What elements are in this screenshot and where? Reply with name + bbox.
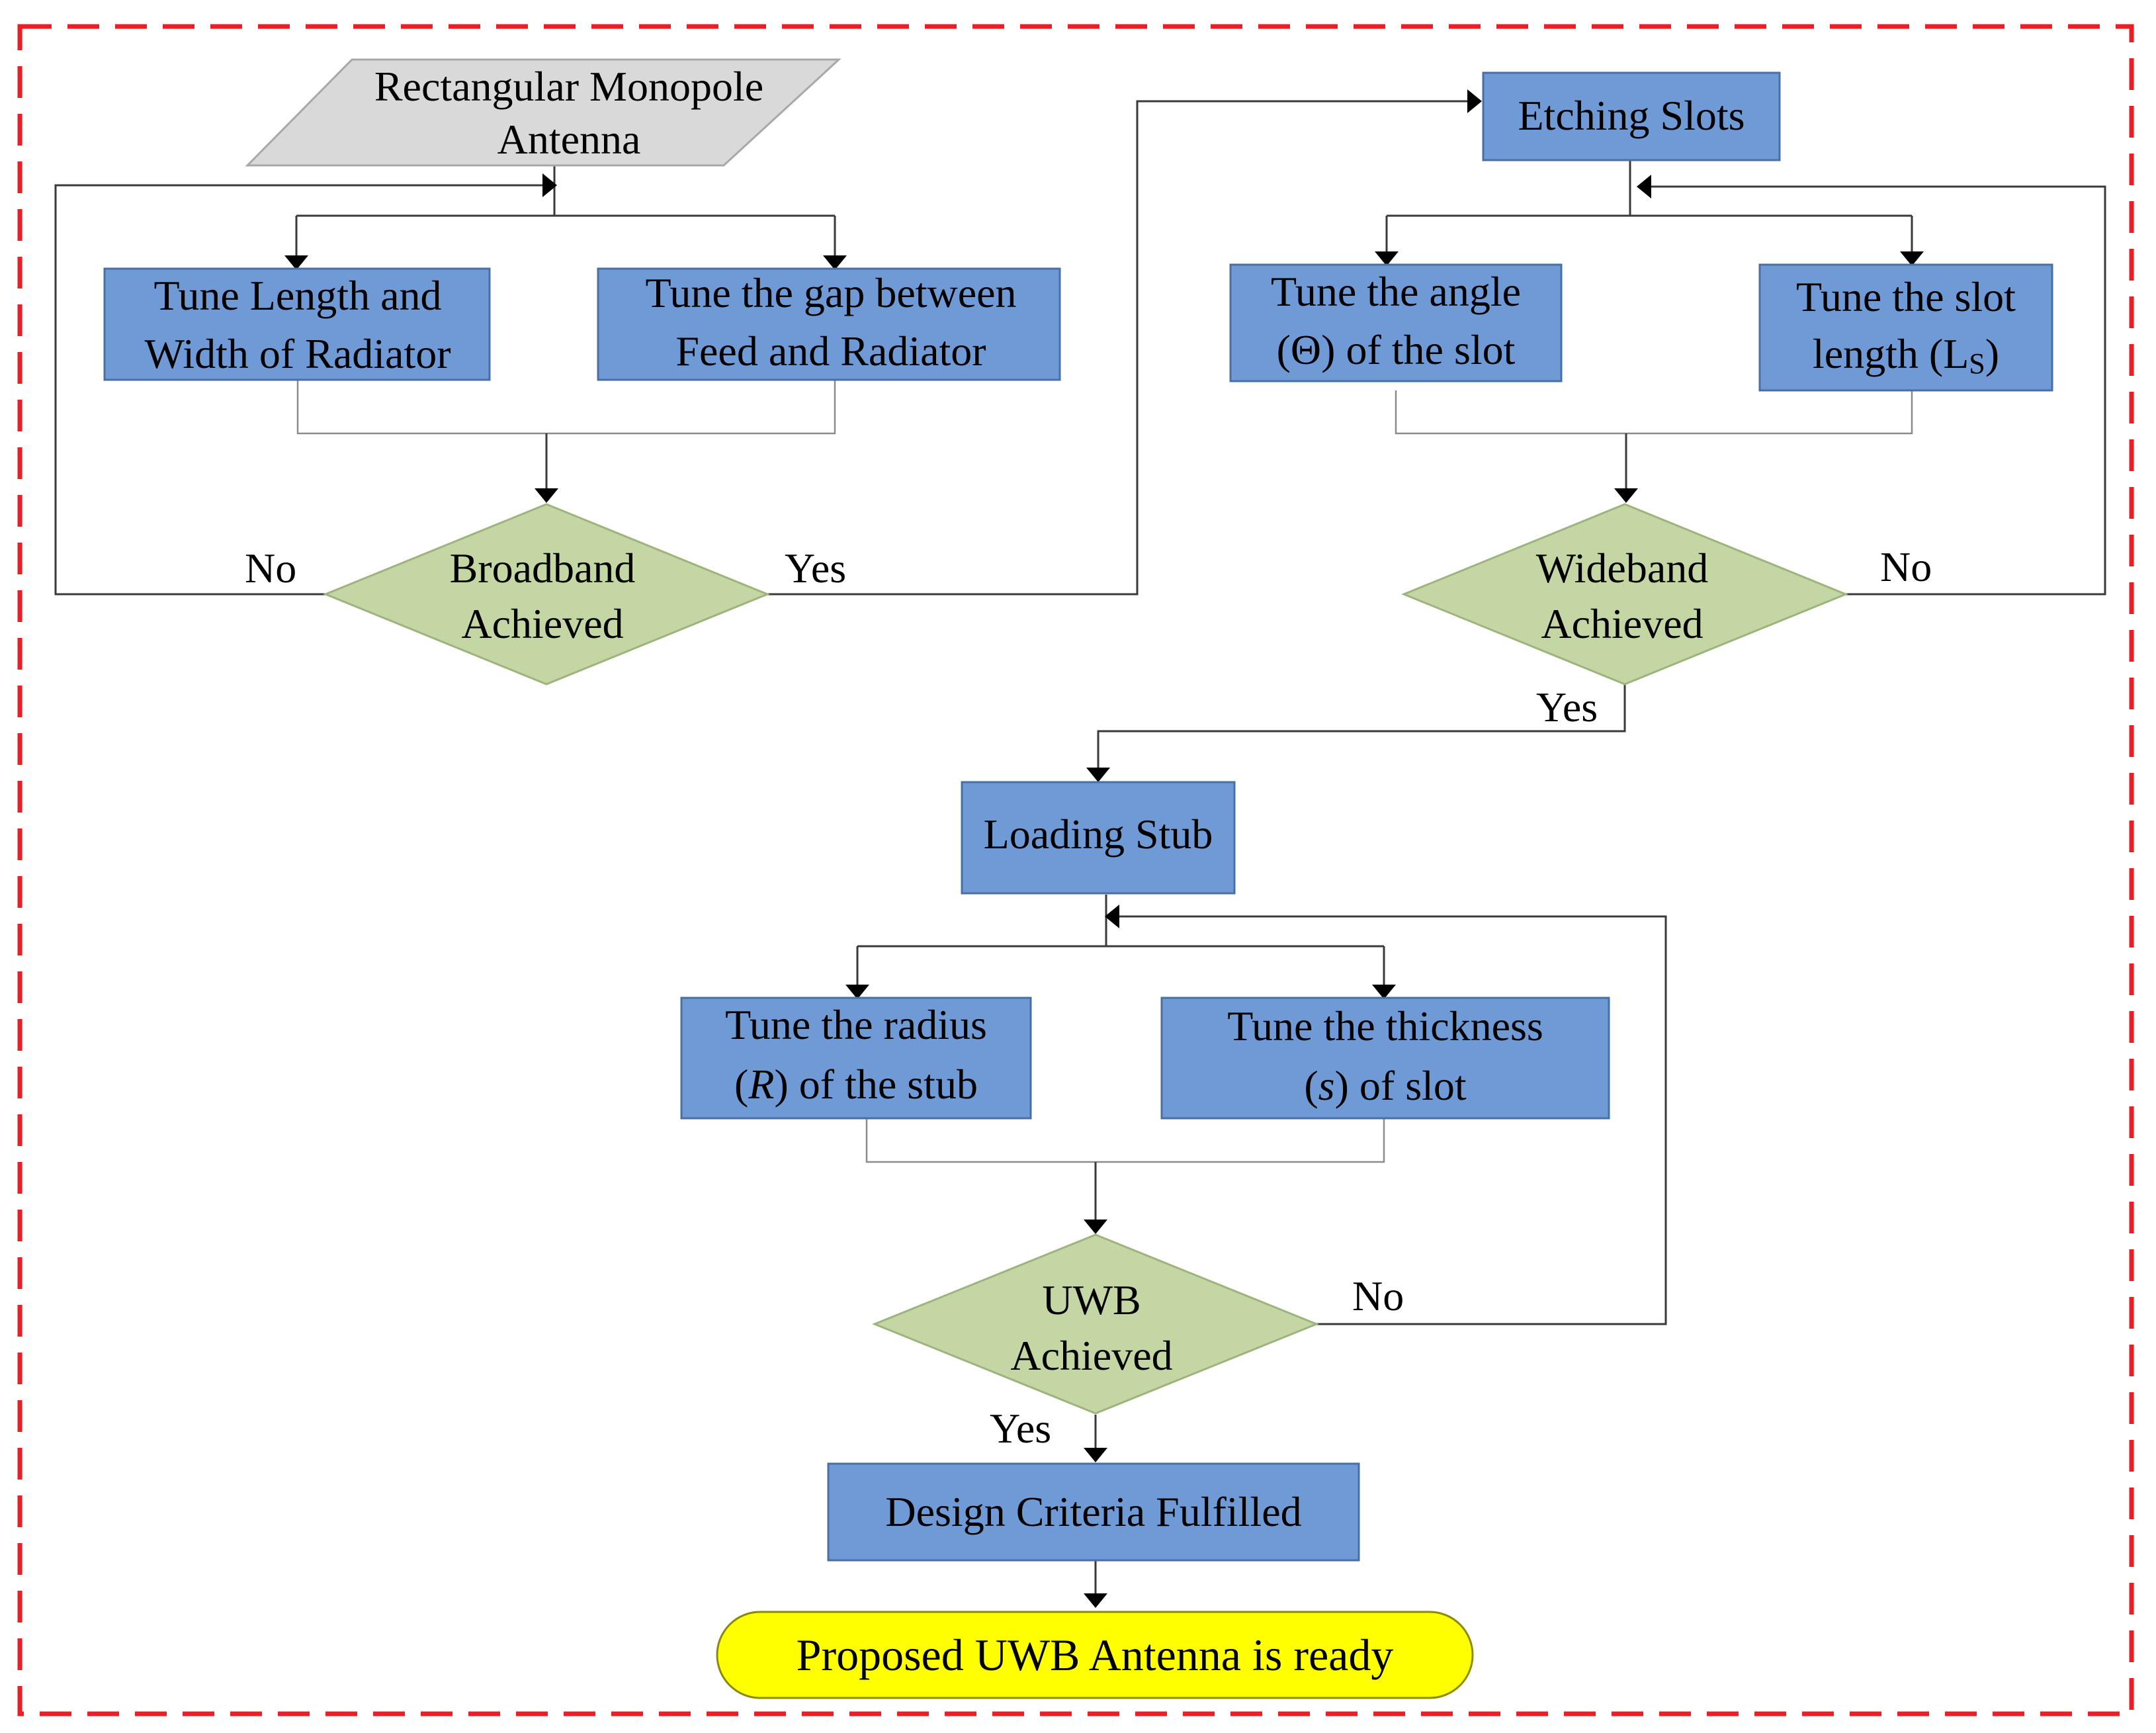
arrowhead-left-icon [1105,905,1119,928]
terminal-proposed-uwb-antenna-ready: Proposed UWB Antenna is ready [716,1611,1474,1699]
process-box [1229,263,1563,382]
process-line-1: Tune the radius [725,1001,987,1048]
connector-broadband-no [54,184,544,596]
process-line-1: Design Criteria Fulfilled [885,1488,1301,1535]
label-uwb-no: No [1352,1272,1404,1319]
arrowhead-down-icon [1900,251,1924,266]
start-node-rectangular-monopole-antenna: Rectangular Monopole Antenna [245,58,841,167]
decision-diamond [871,1233,1320,1415]
connector-join-2 [1395,390,1913,435]
process-tune-thickness: Tune the thickness (s) of slot [1160,997,1610,1120]
decision-line-2: Achieved [461,600,623,647]
arrowhead-down-icon [284,255,308,270]
process-line-2: Feed and Radiator [675,328,986,375]
thickness-open-paren: ( [1304,1062,1318,1109]
label-wideband-no: No [1880,543,1932,590]
process-line-1: Tune Length and [154,272,442,319]
connector-uwb-no [1118,915,1667,1325]
connector-join-3 [865,1118,1385,1163]
dashed-border-frame [17,24,2134,1716]
process-design-criteria-fulfilled: Design Criteria Fulfilled [827,1462,1360,1562]
arrowhead-down-icon [535,488,558,503]
process-tune-radius: Tune the radius (R) of the stub [680,997,1032,1120]
arrowhead-left-icon [1637,175,1651,199]
slot-length-main: length (L [1813,330,1969,377]
radius-rest: ) of the stub [774,1061,978,1108]
process-etching-slots: Etching Slots [1482,71,1781,161]
process-line-2: Width of Radiator [144,330,451,377]
process-tune-slot-length: Tune the slot length (LS) [1758,263,2053,392]
start-node-line-2: Antenna [497,116,641,163]
process-tune-angle: Tune the angle (Θ) of the slot [1229,263,1563,382]
thickness-variable: s [1318,1062,1335,1109]
slot-length-subscript: S [1969,347,1985,380]
process-box [1482,71,1781,161]
arrowhead-down-icon [1086,768,1110,782]
process-line-1: Tune the angle [1271,268,1521,315]
process-box [680,997,1032,1120]
process-tune-length-width: Tune Length and Width of Radiator [103,267,491,381]
process-line-2: (Θ) of the slot [1277,326,1516,373]
arrowhead-down-icon [1614,488,1638,503]
arrowhead-down-icon [1372,985,1396,999]
connectors [54,100,2106,1595]
label-wideband-yes: Yes [1536,684,1598,731]
connector-wideband-yes [1097,685,1626,769]
connector-wideband-no [1650,185,2106,596]
label-uwb-yes: Yes [990,1405,1051,1452]
connector-join-1 [296,380,836,435]
start-node-line-1: Rectangular Monopole [374,63,763,110]
process-line-1: Tune the gap between [645,269,1016,316]
decision-line-1: UWB [1042,1276,1141,1323]
arrowhead-right-icon [1467,89,1482,113]
arrowhead-down-icon [1375,251,1399,266]
arrowhead-down-icon [1084,1448,1107,1462]
terminal-line-1: Proposed UWB Antenna is ready [797,1630,1394,1680]
arrowhead-right-icon [542,173,557,197]
process-line-1: Etching Slots [1518,92,1745,139]
arrowhead-down-icon [1084,1220,1107,1234]
thickness-rest: ) of slot [1335,1062,1467,1109]
process-line-1: Loading Stub [984,811,1213,858]
process-line-2: length (LS) [1813,330,1999,380]
slot-length-close: ) [1985,330,1999,377]
process-tune-gap: Tune the gap between Feed and Radiator [597,267,1061,381]
decision-wideband-achieved: Wideband Achieved [1401,503,1848,686]
radius-open-paren: ( [734,1061,748,1108]
decision-line-2: Achieved [1010,1332,1172,1379]
parallelogram-shape [245,58,841,167]
process-box [597,267,1061,381]
process-line-1: Tune the thickness [1227,1002,1543,1049]
label-broadband-no: No [245,545,296,592]
decision-diamond [323,503,770,686]
arrowhead-down-icon [823,255,847,270]
arrowhead-down-icon [845,985,869,999]
process-box [961,781,1236,895]
process-line-1: Tune the slot [1796,273,2016,320]
process-loading-stub: Loading Stub [961,781,1236,895]
process-box [103,267,491,381]
process-box [1160,997,1610,1120]
connector-broadband-yes [767,100,1470,596]
process-line-2: (R) of the stub [734,1061,978,1108]
decision-line-1: Broadband [450,545,636,592]
radius-variable: R [748,1061,774,1108]
arrowhead-down-icon [1084,1593,1107,1608]
process-box [827,1462,1360,1562]
decision-line-2: Achieved [1541,600,1703,647]
arrowheads [284,89,1924,1608]
decision-broadband-achieved: Broadband Achieved [323,503,770,686]
decision-uwb-achieved: UWB Achieved [871,1233,1320,1415]
process-box [1758,263,2053,392]
decision-line-1: Wideband [1536,545,1708,592]
terminal-shape [716,1611,1474,1699]
process-line-2: (s) of slot [1304,1062,1467,1109]
decision-diamond [1401,503,1848,686]
label-broadband-yes: Yes [785,545,846,592]
